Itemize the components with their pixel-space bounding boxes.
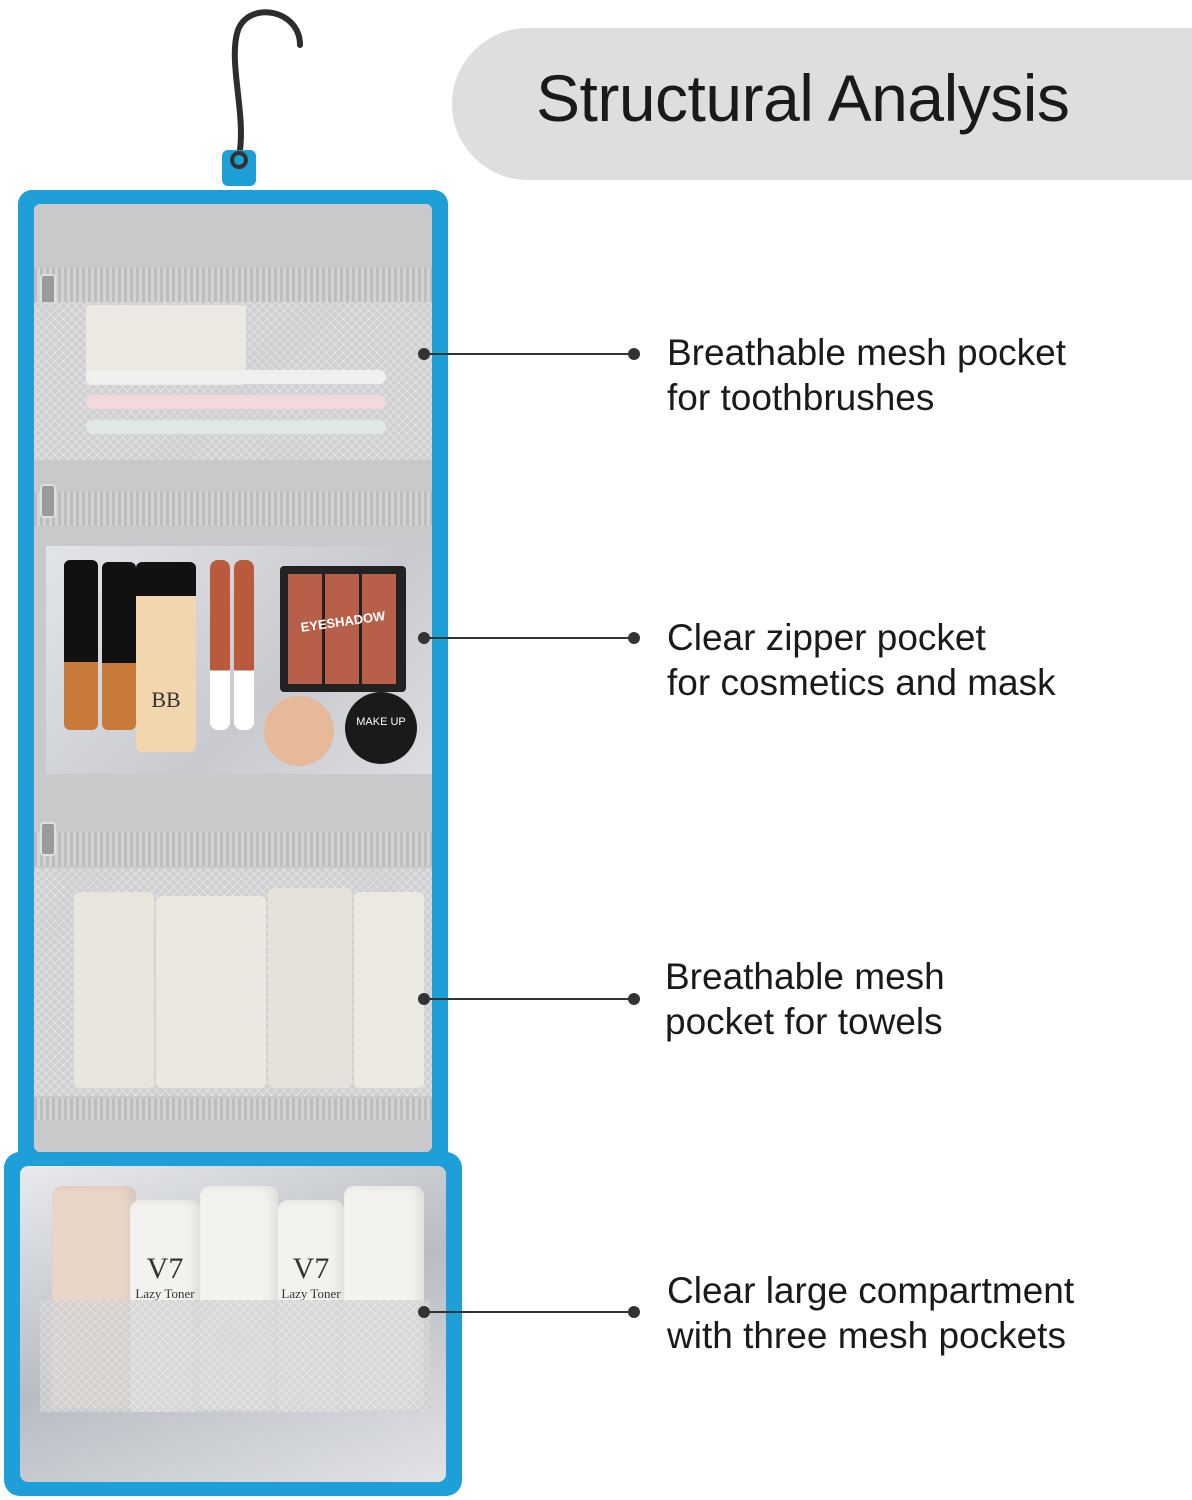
toothbrush (86, 395, 386, 409)
callout-line1: Breathable mesh (665, 956, 945, 997)
zipper (34, 268, 432, 302)
callout-towel-pocket: Breathable mesh pocket for towels (665, 954, 945, 1044)
eyeshadow-palette: EYESHADOW (280, 566, 406, 692)
callout-line2: pocket for towels (665, 1001, 943, 1042)
powder-compact (264, 696, 334, 766)
callout-line1: Clear zipper pocket (667, 617, 986, 658)
toothbrush (86, 420, 386, 434)
callout-dot (628, 632, 640, 644)
lip-gloss (234, 560, 254, 730)
callout-line2: for toothbrushes (667, 377, 935, 418)
callout-line (424, 637, 634, 639)
makeup-jar: MAKE UP (345, 692, 417, 764)
callout-line (424, 998, 634, 1000)
callout-line2: for cosmetics and mask (667, 662, 1056, 703)
callout-large-compartment: Clear large compartment with three mesh … (667, 1268, 1074, 1358)
lip-gloss (210, 560, 230, 730)
compartment-mesh-pockets (40, 1300, 430, 1412)
callout-cosmetics-pocket: Clear zipper pocket for cosmetics and ma… (667, 615, 1056, 705)
callout-line (424, 1311, 634, 1313)
towel (74, 892, 154, 1088)
toner-name-label: Lazy Toner (135, 1286, 195, 1301)
callout-dot (628, 993, 640, 1005)
callout-line1: Breathable mesh pocket (667, 332, 1067, 373)
callout-toothbrush-pocket: Breathable mesh pocket for toothbrushes (667, 330, 1066, 420)
lipstick (102, 562, 136, 730)
makeup-label: MAKE UP (356, 716, 406, 728)
toothbrush (86, 370, 386, 384)
title-banner (452, 28, 1192, 180)
callout-dot (628, 1306, 640, 1318)
zipper-pull[interactable] (40, 484, 56, 518)
zipper (34, 1098, 432, 1120)
zipper (34, 492, 432, 526)
zipper (34, 832, 432, 866)
bb-cream-tube: BB (136, 562, 196, 752)
zipper-pull[interactable] (40, 822, 56, 856)
callout-line1: Clear large compartment (667, 1270, 1075, 1311)
hanger-hook-icon (222, 9, 303, 186)
page-title: Structural Analysis (536, 61, 1070, 135)
toner-brand-label: V7 (146, 1252, 184, 1285)
callout-line (424, 353, 634, 355)
toner-name-label: Lazy Toner (281, 1286, 341, 1301)
callout-dot (628, 348, 640, 360)
lipstick (64, 560, 98, 730)
callout-line2: with three mesh pockets (667, 1315, 1066, 1356)
toner-brand-label: V7 (292, 1252, 330, 1285)
towel (268, 888, 352, 1088)
towel (156, 896, 266, 1088)
bb-label: BB (151, 687, 181, 712)
towel (354, 892, 424, 1088)
